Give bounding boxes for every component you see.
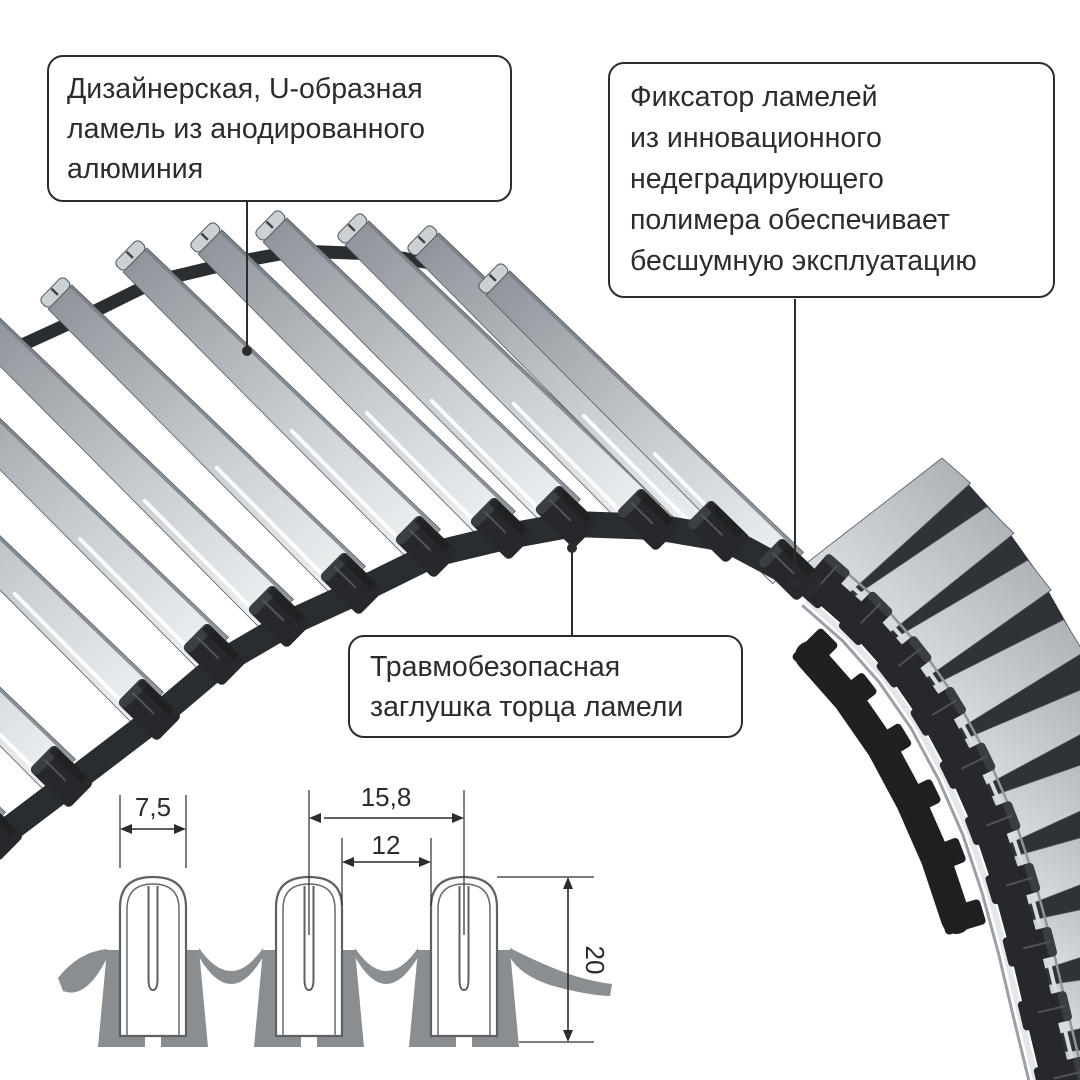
dimension-20: 20 <box>497 876 610 1043</box>
callout-fixator: Фиксатор ламелей из инновационного недег… <box>608 62 1055 298</box>
lamella-end-face <box>255 210 286 241</box>
lamella-end-face <box>407 225 438 256</box>
end-cap <box>395 516 457 577</box>
callout-endcap-text: Травмобезопасная заглушка торца ламели <box>370 651 684 723</box>
end-cap <box>687 501 749 562</box>
lamella-end-face <box>40 277 71 308</box>
callout-endcap: Травмобезопасная заглушка торца ламели <box>348 635 743 738</box>
end-cap <box>30 746 92 807</box>
dim-label-gap: 12 <box>372 830 401 860</box>
grille-3d-render <box>0 210 1080 1080</box>
end-cap <box>985 862 1041 905</box>
lamella-end-face <box>478 263 509 294</box>
callout-lamella-text: Дизайнерская, U-образная ламель из аноди… <box>67 73 425 185</box>
dimension-7-5: 7,5 <box>119 792 187 868</box>
lamella-end-face <box>190 222 221 253</box>
end-cap <box>617 489 679 550</box>
dimension-12: 12 <box>341 830 432 905</box>
end-cap <box>939 742 996 789</box>
callout-leaders <box>242 201 800 636</box>
lamella-end-face <box>337 213 368 244</box>
callout-fixator-text: Фиксатор ламелей из инновационного недег… <box>630 81 977 277</box>
end-cap <box>1002 926 1057 967</box>
dim-label-lamella-width: 7,5 <box>135 792 171 822</box>
end-cap <box>248 586 310 647</box>
end-cap <box>876 636 932 688</box>
end-cap <box>838 591 893 646</box>
end-cap <box>910 687 966 736</box>
lamella-end-face <box>115 240 146 271</box>
callout-lamella: Дизайнерская, U-образная ламель из аноди… <box>47 55 512 202</box>
end-cap <box>118 679 180 740</box>
end-cap <box>535 486 597 547</box>
end-cap <box>1033 1057 1080 1080</box>
dimension-15-8: 15,8 <box>308 782 465 935</box>
dim-label-height: 20 <box>580 946 610 975</box>
end-cap <box>470 498 532 559</box>
end-cap <box>183 624 245 685</box>
end-cap <box>0 799 22 860</box>
end-cap <box>965 801 1021 846</box>
cross-section-drawing: 7,5 15,8 12 20 <box>58 782 612 1047</box>
end-cap <box>1017 991 1072 1031</box>
end-cap <box>320 553 382 614</box>
dim-label-pitch: 15,8 <box>361 782 412 812</box>
